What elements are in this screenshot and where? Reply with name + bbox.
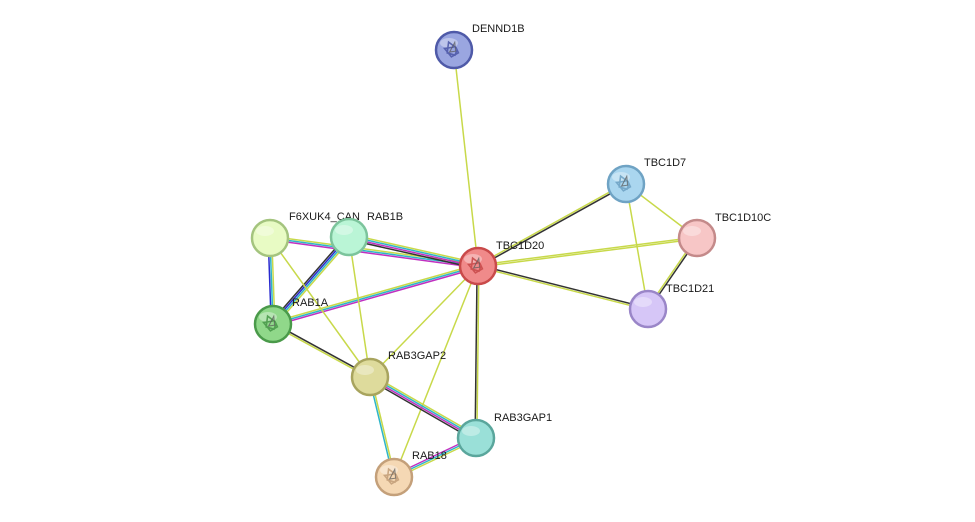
node-highlight	[683, 226, 701, 236]
edge-rab1b-rab3gap2	[348, 236, 371, 378]
edge-strand	[269, 237, 371, 378]
edge-strand	[369, 377, 476, 440]
node-label: TBC1D7	[644, 157, 686, 169]
protein-structure-icon	[261, 314, 279, 332]
edge-tbc1d20-tbc1d21	[477, 264, 649, 311]
edge-strand	[477, 182, 626, 266]
node-rab1a[interactable]: RAB1A	[253, 297, 329, 344]
edge-dennd1b-tbc1d20	[453, 49, 479, 267]
edge-strand	[478, 238, 698, 268]
node-tbc1d10c[interactable]: TBC1D10C	[677, 212, 771, 258]
node-rab1b[interactable]: RAB1B	[329, 211, 403, 257]
edge-strand	[273, 267, 479, 327]
edge-strand	[369, 265, 479, 378]
edge-strand	[348, 236, 371, 378]
node-label: TBC1D21	[666, 283, 714, 295]
edge-rab3gap1-tbc1d20	[474, 265, 480, 439]
edge-strand	[393, 265, 479, 478]
node-label: RAB3GAP1	[494, 412, 552, 424]
protein-structure-icon	[614, 174, 632, 192]
edge-strand	[269, 239, 478, 269]
edge-rab18-tbc1d20	[393, 265, 479, 478]
edge-rab1b-rab1a	[270, 234, 352, 327]
protein-structure-icon	[466, 256, 484, 274]
edge-strand	[476, 266, 480, 439]
node-circle[interactable]	[250, 218, 290, 258]
edge-strand	[477, 266, 648, 311]
node-tbc1d21[interactable]: TBC1D21	[628, 283, 714, 329]
edge-rab1a-tbc1d20	[272, 263, 479, 327]
node-label: RAB1B	[367, 211, 403, 223]
node-tbc1d20[interactable]: TBC1D20	[458, 240, 544, 286]
node-label: RAB3GAP2	[388, 350, 446, 362]
edge-strand	[478, 184, 627, 268]
node-circle[interactable]	[458, 246, 498, 286]
edge-strand	[273, 237, 351, 326]
edge-strand	[368, 378, 476, 441]
edge-strand	[478, 264, 649, 309]
edge-strand	[348, 237, 478, 268]
node-circle[interactable]	[329, 217, 369, 257]
node-rab18[interactable]: RAB18	[374, 450, 447, 497]
protein-structure-icon	[382, 467, 400, 485]
edge-strand	[272, 265, 479, 325]
node-rab3gap1[interactable]: RAB3GAP1	[456, 412, 552, 458]
node-circle[interactable]	[628, 289, 668, 329]
edge-tbc1d7-tbc1d20	[477, 182, 627, 268]
node-highlight	[462, 426, 480, 436]
edge-rab3gap2-rab3gap1	[368, 374, 478, 441]
node-layer: DENND1BTBC1D7TBC1D10CTBC1D20TBC1D21F6XUK…	[250, 23, 771, 497]
edge-strand	[348, 238, 478, 270]
edge-strand	[474, 265, 478, 438]
node-highlight	[634, 297, 652, 307]
edge-f6xuk4_can-rab3gap2	[269, 237, 371, 378]
node-circle[interactable]	[374, 457, 414, 497]
node-label: TBC1D20	[496, 240, 544, 252]
edge-rab3gap2-tbc1d20	[369, 265, 479, 378]
node-highlight	[356, 365, 374, 375]
edge-strand	[370, 374, 478, 437]
edge-strand	[477, 236, 697, 266]
node-dennd1b[interactable]: DENND1B	[434, 23, 525, 70]
edge-strand	[453, 49, 479, 267]
node-label: TBC1D10C	[715, 212, 771, 224]
edge-strand	[270, 234, 348, 323]
node-circle[interactable]	[606, 164, 646, 204]
node-label: DENND1B	[472, 23, 525, 35]
node-highlight	[335, 225, 353, 235]
node-circle[interactable]	[253, 304, 293, 344]
edge-strand	[370, 375, 477, 438]
node-circle[interactable]	[434, 30, 474, 70]
edge-strand	[349, 233, 479, 265]
edge-strand	[272, 263, 478, 323]
node-label: RAB1A	[292, 297, 329, 309]
node-label: RAB18	[412, 450, 447, 462]
node-circle[interactable]	[677, 218, 717, 258]
edge-rab1b-tbc1d20	[348, 233, 479, 270]
node-circle[interactable]	[456, 418, 496, 458]
node-rab3gap2[interactable]: RAB3GAP2	[350, 350, 446, 397]
edge-strand	[274, 238, 352, 327]
node-tbc1d7[interactable]: TBC1D7	[606, 157, 686, 204]
edge-strand	[271, 235, 349, 324]
protein-structure-icon	[442, 40, 460, 58]
edge-tbc1d10c-tbc1d20	[477, 236, 698, 268]
edge-strand	[349, 235, 479, 266]
node-circle[interactable]	[350, 357, 390, 397]
node-highlight	[256, 226, 274, 236]
